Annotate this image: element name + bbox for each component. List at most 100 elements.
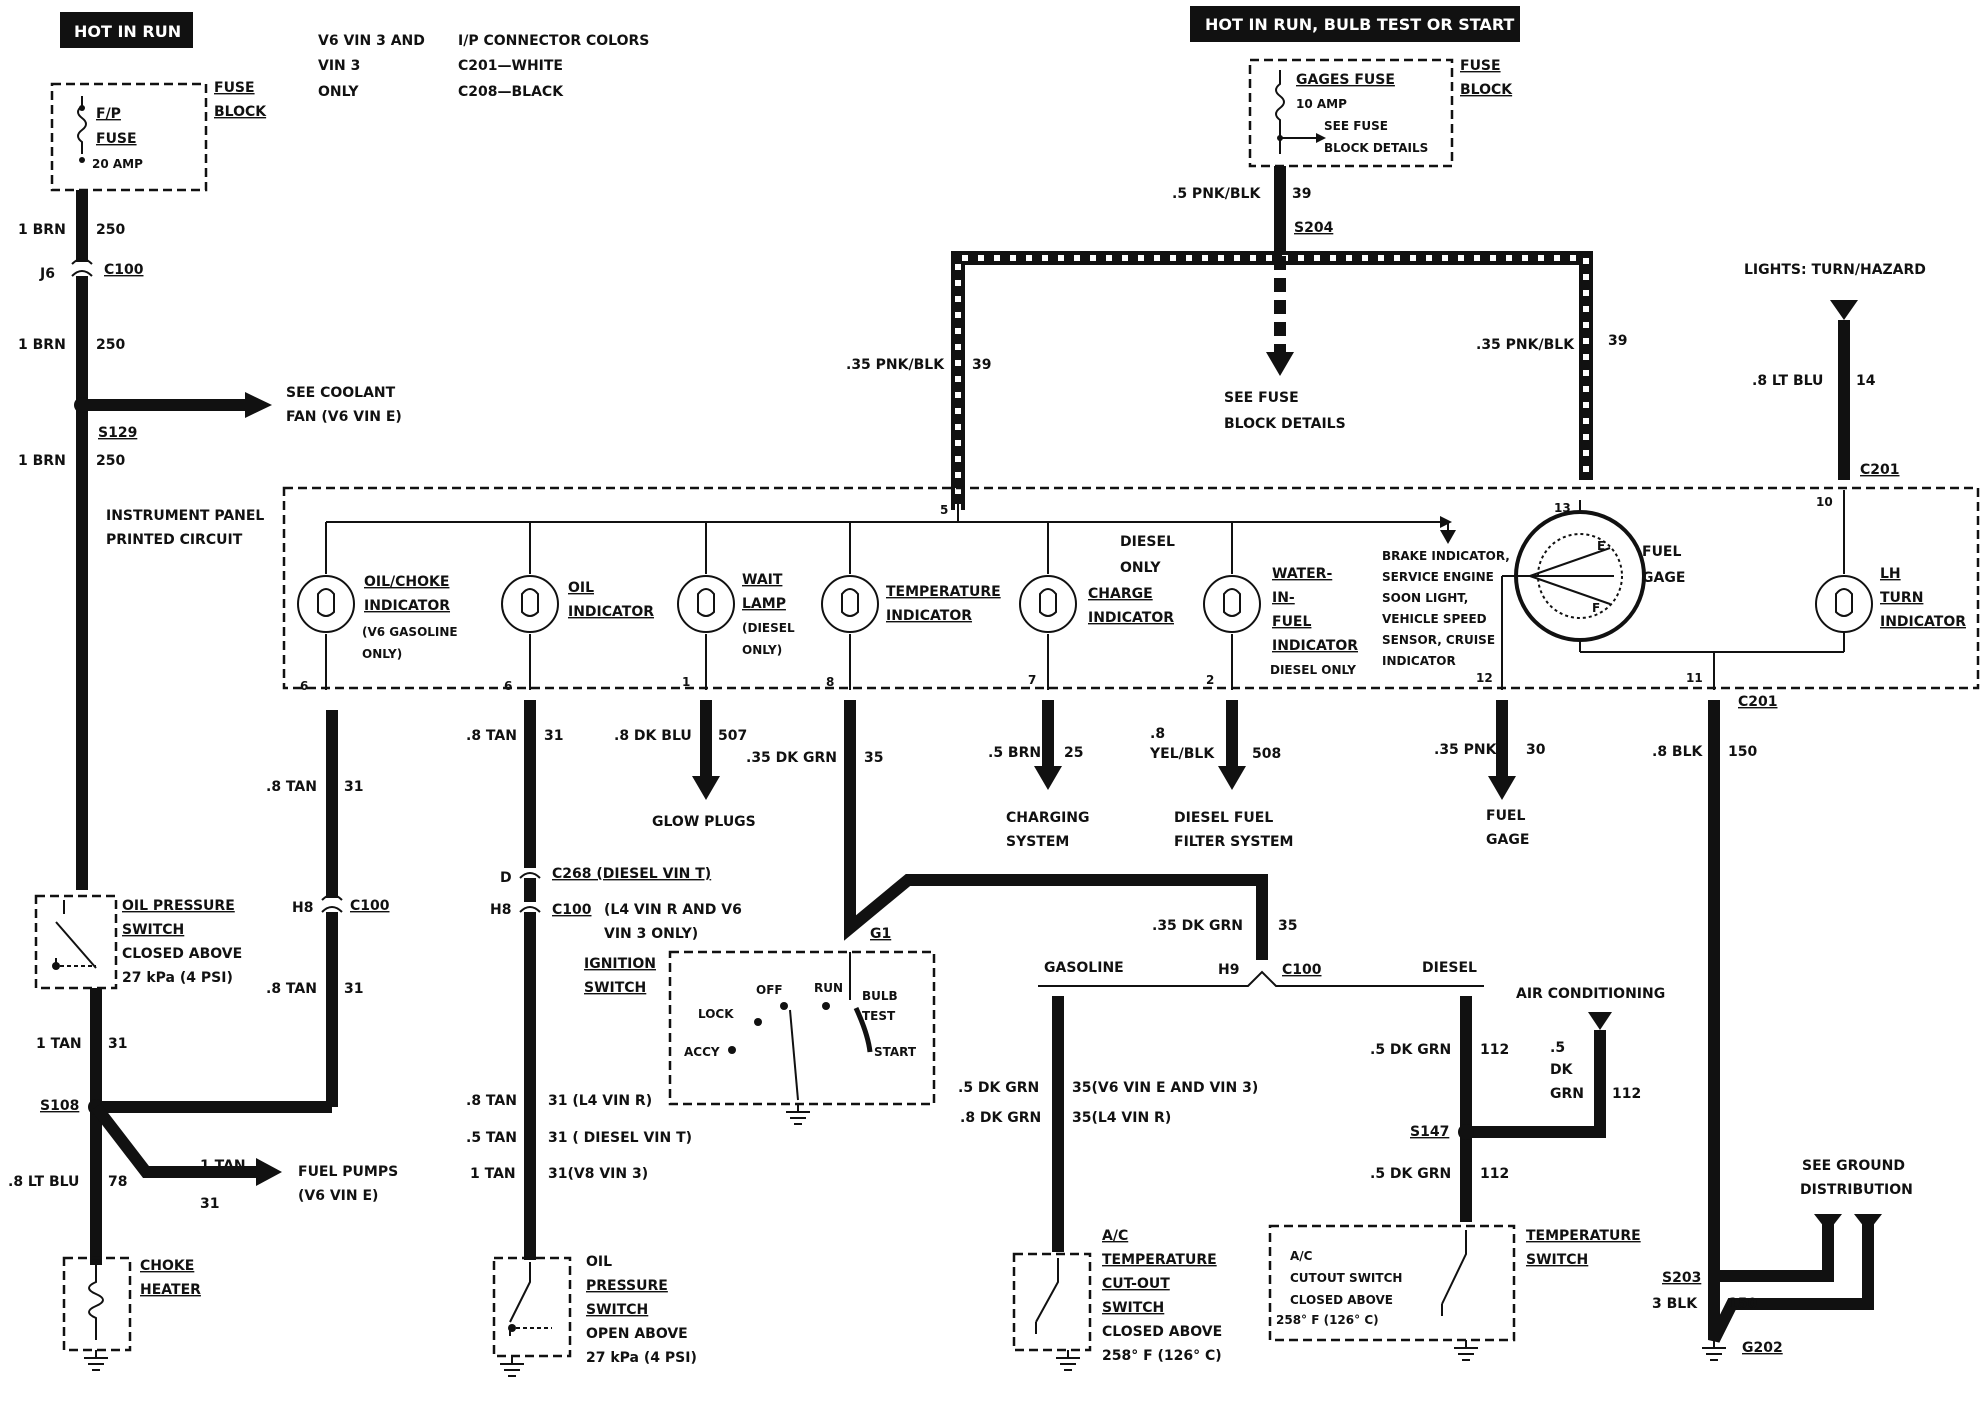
w31-code: 31 bbox=[108, 1036, 127, 1052]
w31-label-dn: .8 TAN bbox=[266, 981, 317, 997]
pin-6a: 6 bbox=[300, 679, 308, 693]
ac-l2: TEMPERATURE bbox=[1102, 1252, 1217, 1268]
lights-label: LIGHTS: TURN/HAZARD bbox=[1744, 262, 1926, 278]
panel-title2: PRINTED CIRCUIT bbox=[106, 532, 243, 548]
ignition-switch-box bbox=[668, 950, 936, 1106]
w31-code-up: 31 bbox=[344, 779, 363, 795]
temperature-switch-icon bbox=[1441, 1230, 1467, 1316]
ops-label4: 27 kPa (4 PSI) bbox=[122, 970, 233, 986]
ign-run: RUN bbox=[814, 981, 843, 995]
w250-code2: 250 bbox=[96, 337, 125, 353]
oil-l1: OIL bbox=[568, 580, 594, 596]
temperature-switch-box bbox=[1268, 1224, 1516, 1342]
pin-2: 2 bbox=[1206, 673, 1214, 687]
h8-label: H8 bbox=[292, 900, 313, 916]
w508-label1: .8 bbox=[1150, 726, 1165, 742]
arrow-see-fuse bbox=[1266, 352, 1294, 376]
temp-sw-l2: SWITCH bbox=[1526, 1252, 1588, 1268]
bulb-water-in-fuel bbox=[1203, 522, 1261, 690]
hot-in-run-bulb-badge bbox=[1190, 6, 1520, 42]
w150-code: 150 bbox=[1728, 744, 1757, 760]
fp-fuse-name1: F/P bbox=[96, 106, 121, 122]
temp-sw-l1: TEMPERATURE bbox=[1526, 1228, 1641, 1244]
ac-cutout-switch-box bbox=[1012, 1252, 1092, 1352]
pin-11: 11 bbox=[1686, 671, 1703, 685]
aircond-label: AIR CONDITIONING bbox=[1516, 986, 1665, 1002]
note-c208: C208—BLACK bbox=[458, 84, 564, 100]
diesel-only-l1: DIESEL bbox=[1120, 534, 1175, 550]
w14-label: .8 LT BLU bbox=[1752, 373, 1823, 389]
diesel-label: DIESEL bbox=[1422, 960, 1477, 976]
glow-plugs-label: GLOW PLUGS bbox=[652, 814, 756, 830]
c268-label: C268 (DIESEL VIN T) bbox=[552, 866, 711, 882]
gages-fuse-icon bbox=[1275, 70, 1285, 154]
c201-label: C201 bbox=[1860, 462, 1900, 478]
charging-l1: CHARGING bbox=[1006, 810, 1090, 826]
g35b-code: 35(L4 VIN R) bbox=[1072, 1110, 1171, 1126]
ign-lock: LOCK bbox=[698, 1007, 734, 1021]
w39a-label: .5 PNK/BLK bbox=[1172, 186, 1261, 202]
w250-label3: 1 BRN bbox=[18, 453, 66, 469]
wait-l3: (DIESEL bbox=[742, 621, 795, 635]
gages-fuse-block-box bbox=[1248, 58, 1454, 168]
w3blk-code: 150 bbox=[1728, 1296, 1757, 1312]
arrow-aircond bbox=[1588, 1012, 1612, 1030]
ground-icon-choke bbox=[84, 1350, 108, 1371]
brake-l2: SERVICE ENGINE bbox=[1382, 570, 1494, 584]
choke-label2: HEATER bbox=[140, 1282, 201, 1298]
charge-l1: CHARGE bbox=[1088, 586, 1153, 602]
c100g-label: C100 bbox=[1282, 962, 1322, 978]
w31a-label: .8 TAN bbox=[466, 728, 517, 744]
gages-fuse-see2: BLOCK DETAILS bbox=[1324, 141, 1428, 155]
gage-f: F bbox=[1592, 601, 1600, 615]
wait-l2: LAMP bbox=[742, 596, 786, 612]
ops-label3: CLOSED ABOVE bbox=[122, 946, 242, 962]
w35-label: .35 DK GRN bbox=[746, 750, 837, 766]
ops-label1: OIL PRESSURE bbox=[122, 898, 235, 914]
w112c-label: .5 DK GRN bbox=[1370, 1166, 1451, 1182]
pin-5: 5 bbox=[940, 503, 948, 517]
ign-start: START bbox=[874, 1045, 917, 1059]
w507-label: .8 DK BLU bbox=[614, 728, 692, 744]
w250-label1: 1 BRN bbox=[18, 222, 66, 238]
w112a-code: 112 bbox=[1480, 1042, 1509, 1058]
tsw-l4: 258° F (126° C) bbox=[1276, 1313, 1379, 1327]
brake-l4: VEHICLE SPEED bbox=[1382, 612, 1487, 626]
w1tan-code: 31 bbox=[200, 1196, 219, 1212]
s147-splice bbox=[1458, 1124, 1474, 1140]
ign-l2: SWITCH bbox=[584, 980, 646, 996]
pin-6b: 6 bbox=[504, 679, 512, 693]
fg-l1: FUEL bbox=[1486, 808, 1525, 824]
water-l2: IN- bbox=[1272, 590, 1295, 606]
w35b-code: 35 bbox=[1278, 918, 1297, 934]
bulb-charge bbox=[1019, 522, 1077, 690]
tan2-label: .5 TAN bbox=[466, 1130, 517, 1146]
lhturn-l3: INDICATOR bbox=[1880, 614, 1966, 630]
fp-fuse-block-box bbox=[50, 82, 208, 192]
tsw-l1: A/C bbox=[1290, 1249, 1313, 1263]
hot-in-run-label: HOT IN RUN bbox=[74, 22, 181, 41]
s204-label: S204 bbox=[1294, 220, 1334, 236]
w25-code: 25 bbox=[1064, 745, 1083, 761]
gages-fuse-name: GAGES FUSE bbox=[1296, 72, 1395, 88]
ground-dist-arrow2 bbox=[1854, 1214, 1882, 1232]
g35a-label: .5 DK GRN bbox=[958, 1080, 1039, 1096]
w35-code: 35 bbox=[864, 750, 883, 766]
see-fuse-line1: SEE FUSE bbox=[1224, 390, 1299, 406]
s129-label: S129 bbox=[98, 425, 137, 441]
g1-label: G1 bbox=[870, 926, 891, 942]
fp-fuse-icon bbox=[77, 96, 87, 154]
tsw-l3: CLOSED ABOVE bbox=[1290, 1293, 1393, 1307]
charging-l2: SYSTEM bbox=[1006, 834, 1069, 850]
w35b-label: .35 DK GRN bbox=[1152, 918, 1243, 934]
coolant-line1: SEE COOLANT bbox=[286, 385, 396, 401]
water-l5: DIESEL ONLY bbox=[1270, 663, 1356, 677]
gages-fuse-block2: BLOCK bbox=[1460, 82, 1513, 98]
w39b-code: 39 bbox=[972, 357, 991, 373]
w508-label2: YEL/BLK bbox=[1149, 746, 1215, 762]
w112a-label: .5 DK GRN bbox=[1370, 1042, 1451, 1058]
pin-7: 7 bbox=[1028, 673, 1036, 687]
gage-e: E bbox=[1597, 539, 1605, 553]
w31a-code: 31 bbox=[544, 728, 563, 744]
fuel-gage-meter bbox=[1501, 500, 1844, 690]
